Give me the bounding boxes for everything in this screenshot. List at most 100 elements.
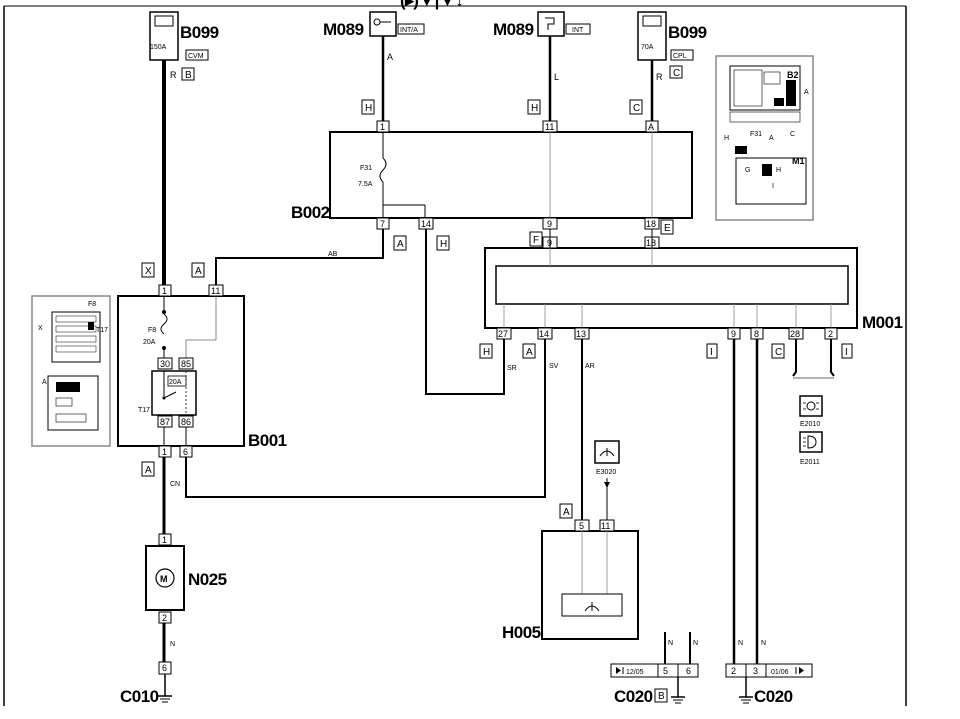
motor-m-icon: M (160, 574, 168, 584)
inset-f31: F31 (750, 131, 762, 138)
inset-a: A (42, 379, 47, 386)
e2011-component: E2011 (799, 431, 823, 466)
wire-color-ab: AB (328, 251, 338, 258)
b099-right-code: B099 (668, 23, 707, 42)
tag-c2: C (775, 347, 782, 358)
b002-pin-11: 11 (545, 122, 554, 132)
b002-component: 1 11 A F31 7.5A 7 14 9 18 B002 (291, 120, 693, 230)
wire-color-n5: N (761, 640, 766, 647)
b099-right-component: 70A B099 CPL (637, 11, 707, 61)
inset-h: H (724, 135, 729, 142)
e3020-code: E3020 (596, 469, 616, 476)
wire-color-n4: N (738, 640, 743, 647)
b001-relay-name: T17 (138, 407, 150, 414)
inset-t17: T17 (96, 327, 108, 334)
wire-color-n2: N (668, 640, 673, 647)
inset-i: I (772, 183, 774, 190)
tag-h1: H (365, 103, 372, 114)
inset-g: G (745, 167, 750, 174)
wire-color-ar: AR (585, 363, 595, 370)
tag-c1: C (673, 68, 680, 79)
b002-pin-a: A (648, 122, 654, 132)
tag-x: X (145, 266, 152, 277)
c020-right-pin-2: 2 (731, 666, 736, 676)
tag-a5: A (145, 465, 152, 476)
inset-h2: H (776, 167, 781, 174)
m001-pin-8: 8 (754, 329, 759, 339)
h005-pin-5: 5 (579, 521, 584, 531)
m089-left-component: M089 INT/A (323, 11, 425, 39)
c020-right-component: N N 2 3 01/06 C020 (725, 640, 813, 706)
b001-pin-87: 87 (160, 417, 170, 427)
clipped-title: (▸)▼|▼↓ (400, 0, 463, 10)
n025-pin-2: 2 (162, 613, 167, 623)
n025-component: 1 M 2 N025 (145, 533, 227, 624)
b001-relay-rating: 20A (169, 379, 182, 386)
tag-b: B (185, 70, 192, 81)
wire-color-sr: SR (507, 365, 517, 372)
b002-fuse-name: F31 (360, 165, 372, 172)
wire-color-r2: R (656, 72, 663, 82)
m001-pin-28: 28 (790, 329, 800, 339)
page-ref-right: 01/06 (771, 669, 789, 676)
tag-a3: A (526, 347, 533, 358)
b099-left-code: B099 (180, 23, 219, 42)
tag-a2: A (195, 266, 202, 277)
c020-left-pin-6: 6 (686, 666, 691, 676)
b001-pin-1-bottom: 1 (162, 447, 167, 457)
e2011-code: E2011 (800, 459, 820, 466)
tag-a1: A (397, 239, 404, 250)
tag-h2: H (531, 103, 538, 114)
wire-color-r1: R (170, 70, 177, 80)
tag-h3: H (440, 239, 447, 250)
c010-pin-6: 6 (162, 663, 167, 673)
b001-fuse-rating: 20A (143, 339, 156, 346)
b002-pin-7: 7 (380, 219, 385, 229)
top-wires (162, 36, 654, 296)
e3020-component: E3020 (594, 440, 620, 520)
m001-pin-2: 2 (828, 329, 833, 339)
b002-code: B002 (291, 203, 330, 222)
c020-left-pin-5: 5 (663, 666, 668, 676)
m089-right-component: M089 INT (493, 11, 591, 39)
tag-e: E (664, 223, 671, 234)
b001-pin-1-top: 1 (162, 286, 167, 296)
h005-component: 5 11 H005 (502, 519, 639, 642)
m089-right-tag: INT (572, 27, 584, 34)
mid-wires (185, 229, 835, 664)
c020-right-code: C020 (754, 687, 793, 706)
m001-pin-13: 13 (576, 329, 586, 339)
b002-fuse-rating: 7.5A (358, 181, 373, 188)
tag-c2-top: C (633, 103, 640, 114)
wire-color-n1: N (170, 641, 175, 648)
b099-right-tag: CPL (673, 53, 687, 60)
tag-a4: A (563, 507, 570, 518)
b001-component: 1 11 F8 20A 30 85 20A T17 87 86 1 6 (117, 284, 287, 458)
b001-pin-30: 30 (160, 359, 170, 369)
b001-fuse-name: F8 (148, 327, 156, 334)
inset-c: C (790, 131, 795, 138)
inset-f8: F8 (88, 301, 96, 308)
b001-location-inset: F8 X T17 A (31, 295, 111, 447)
c020-left-code: C020 (614, 687, 653, 706)
inset-b2: B2 (787, 70, 799, 80)
b099-left-fuse: 150A (150, 44, 167, 51)
inset-m1: M1 (792, 156, 805, 166)
m001-pin-9b: 9 (731, 329, 736, 339)
c020-left-tag: B (658, 691, 665, 702)
b099-right-fuse: 70A (641, 44, 654, 51)
wire-color-cn: CN (170, 481, 180, 488)
wire-color-l: L (554, 72, 559, 82)
e2010-component: E2010 (799, 395, 823, 428)
tag-f: F (533, 235, 539, 246)
inset-a2: A (769, 135, 774, 142)
n025-pin-1: 1 (162, 535, 167, 545)
b001-pin-11: 11 (211, 286, 220, 296)
m001-component: 9 18 27 14 13 9 8 28 2 M001 (484, 229, 903, 340)
wire-color-sv: SV (549, 363, 559, 370)
tag-h4: H (483, 347, 490, 358)
b002-location-inset: B2 A F31 A C H M1 G H I (715, 55, 814, 221)
tag-i2: I (845, 347, 848, 358)
c010-code: C010 (120, 687, 159, 706)
